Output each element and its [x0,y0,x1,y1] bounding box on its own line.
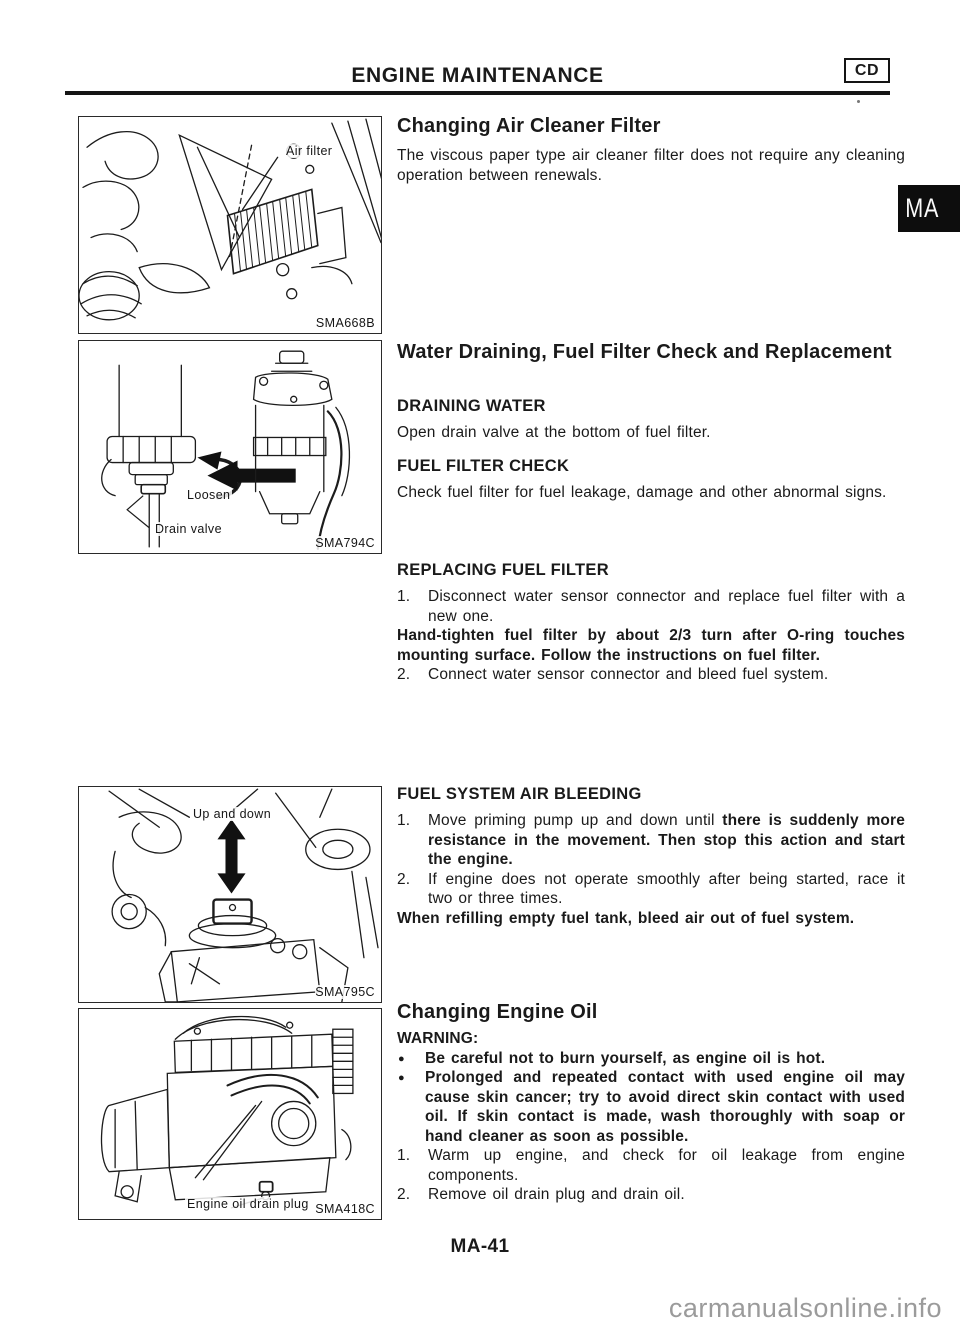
step-text-normal: Move priming pump up and down until [428,812,723,829]
engine-oil-drain-plug-label: Engine oil drain plug [185,1197,311,1211]
bullet-text: Be careful not to burn yourself, as engi… [425,1049,826,1067]
page-number: MA-41 [450,1236,510,1257]
subheading-fuel-filter-check: FUEL FILTER CHECK [397,457,570,475]
figure-code: SMA668B [315,316,375,330]
step-2: 2. Remove oil drain plug and drain oil. [397,1185,905,1205]
bullet-icon: ● [398,1072,405,1084]
hand-tighten-note: Hand-tighten fuel filter by about 2/3 tu… [397,627,905,664]
fuel-filter-illustration [101,350,351,550]
heading-changing-engine-oil: Changing Engine Oil [397,1001,598,1023]
heading-water-draining: Water Draining, Fuel Filter Check and Re… [397,341,892,363]
loosen-label: Loosen [185,488,233,502]
subheading-draining-water: DRAINING WATER [397,397,546,415]
bullet-text: Prolonged and repeated contact with used… [425,1069,905,1145]
replacing-fuel-filter-steps: 1. Disconnect water sensor connector and… [397,587,905,685]
step-text: Warm up engine, and check for oil leakag… [428,1147,905,1184]
step-number: 1. [397,1147,411,1164]
step-1: 1. Move priming pump up and down until t… [397,811,905,870]
section-tab-ma: MA [898,185,960,232]
fuel-filter-check-body: Check fuel filter for fuel leakage, dama… [397,484,887,501]
subheading-fuel-system-air-bleeding: FUEL SYSTEM AIR BLEEDING [397,785,642,803]
step-text: Connect water sensor connector and bleed… [428,666,829,683]
air-filter-label: Air filter [284,144,335,158]
step-number: 1. [397,588,411,605]
figure-code: SMA418C [315,1202,375,1216]
page-title: ENGINE MAINTENANCE [351,64,604,87]
warning-label: WARNING: [397,1030,479,1047]
draining-water-body: Open drain valve at the bottom of fuel f… [397,424,711,441]
drain-valve-label: Drain valve [153,522,224,536]
scan-artifact-dot [857,100,860,103]
step-number: 2. [397,1186,411,1203]
step-number: 2. [397,666,411,683]
step-number: 1. [397,812,411,829]
step-1: 1. Warm up engine, and check for oil lea… [397,1146,905,1185]
step-text: If engine does not operate smoothly afte… [428,870,905,908]
figure-code: SMA795C [315,985,375,999]
warning-bullet-2: ● Prolonged and repeated contact with us… [397,1068,905,1146]
cd-badge: CD [843,58,890,83]
engine-illustration [100,1015,354,1209]
air-cleaner-body: The viscous paper type air cleaner filte… [397,147,905,184]
figure-air-filter: Air filter SMA668B [78,116,382,334]
priming-pump-illustration [108,788,379,1002]
refilling-note: When refilling empty fuel tank, bleed ai… [397,909,855,927]
step-text: Disconnect water sensor connector and re… [428,588,905,625]
heading-changing-air-cleaner-filter: Changing Air Cleaner Filter [397,115,661,137]
bullet-icon: ● [398,1052,405,1065]
air-bleeding-steps: 1. Move priming pump up and down until t… [397,811,905,928]
subheading-replacing-fuel-filter: REPLACING FUEL FILTER [397,561,609,579]
figure-engine-oil: Engine oil drain plug SMA418C [78,1008,382,1220]
air-filter-illustration [79,118,381,321]
watermark-text: carmanualsonline.info [668,1293,942,1323]
step-2: 2. If engine does not operate smoothly a… [397,870,905,909]
step-text: Remove oil drain plug and drain oil. [428,1186,685,1203]
figure-code: SMA794C [315,536,375,550]
step-1: 1. Disconnect water sensor connector and… [397,587,905,626]
engine-oil-block: WARNING: ● Be careful not to burn yourse… [397,1029,905,1205]
step-number: 2. [397,870,411,888]
step-text-bold: there is suddenly more resistance in the… [428,812,905,868]
header-rule [65,91,890,95]
step-2: 2. Connect water sensor connector and bl… [397,665,905,685]
figure-fuel-filter: Loosen Drain valve SMA794C [78,340,382,554]
figure-priming-pump: Up and down SMA795C [78,786,382,1003]
up-and-down-label: Up and down [191,807,274,821]
section-tab-label: MA [905,193,940,223]
warning-bullet-1: ● Be careful not to burn yourself, as en… [397,1049,905,1069]
